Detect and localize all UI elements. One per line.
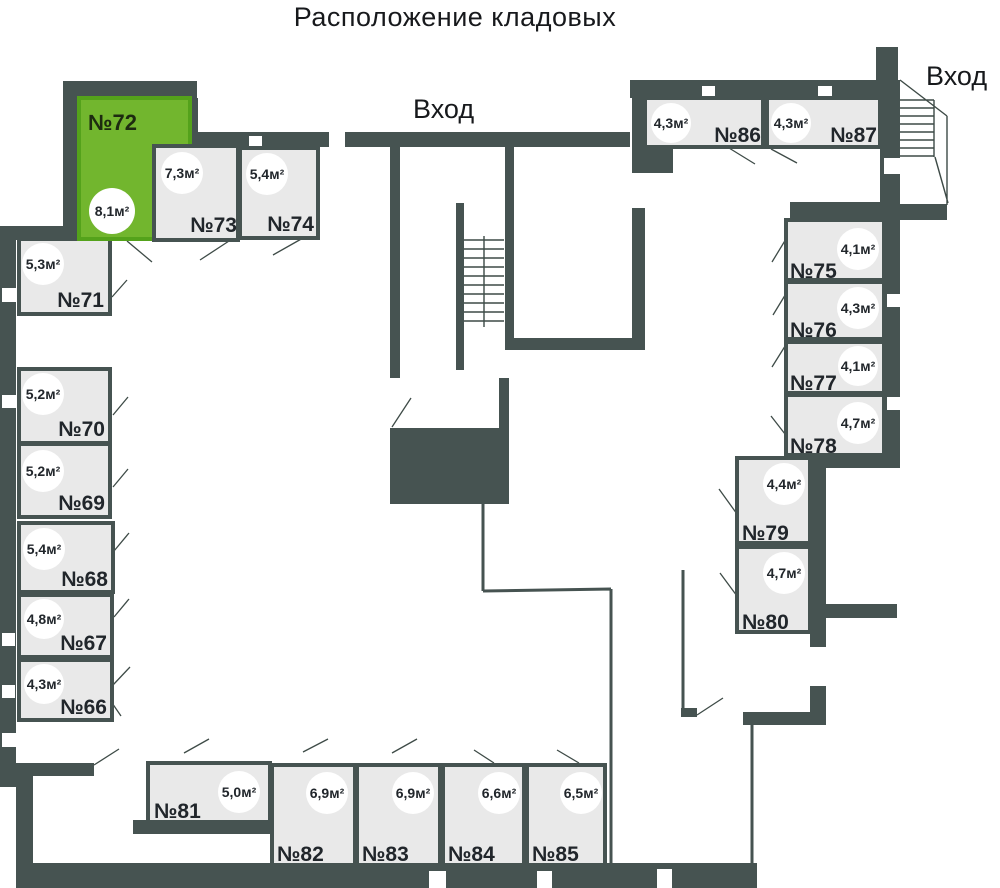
room-78-area: 4,7м² bbox=[841, 415, 876, 431]
partition-walls bbox=[481, 504, 754, 865]
room-67: 4,8м² №67 bbox=[17, 593, 114, 659]
room-82-area: 6,9м² bbox=[310, 785, 345, 801]
room-79-number: №79 bbox=[742, 522, 789, 545]
room-84-area-bubble bbox=[478, 772, 520, 814]
room-81-number: №81 bbox=[154, 800, 201, 823]
room-71-number: №71 bbox=[57, 289, 104, 312]
room-78-number: №78 bbox=[790, 435, 837, 458]
room-72-area-bubble bbox=[89, 188, 135, 234]
room-71-area-bubble bbox=[22, 243, 64, 285]
room-84: 6,6м² №84 bbox=[441, 763, 526, 867]
room-74-number: №74 bbox=[267, 213, 314, 236]
room-73-area-bubble bbox=[161, 152, 203, 194]
room-70-number: №70 bbox=[58, 418, 105, 441]
room-87-number: №87 bbox=[830, 124, 877, 147]
room-75-area: 4,1м² bbox=[841, 241, 876, 257]
room-80-area-bubble bbox=[763, 552, 805, 594]
room-66-area-bubble bbox=[24, 664, 64, 704]
room-87-area: 4,3м² bbox=[774, 115, 809, 131]
room-78-area-bubble bbox=[837, 402, 879, 444]
room-80: 4,7м² №80 bbox=[735, 545, 812, 634]
room-81-area: 5,0м² bbox=[222, 784, 257, 800]
room-76: 4,3м² №76 bbox=[784, 280, 886, 342]
room-70-area-bubble bbox=[22, 373, 64, 415]
room-85: 6,5м² №85 bbox=[525, 763, 607, 867]
room-67-area-bubble bbox=[24, 599, 64, 639]
room-71-area: 5,3м² bbox=[26, 256, 61, 272]
stairs-right-icon bbox=[899, 79, 949, 205]
room-76-number: №76 bbox=[790, 319, 837, 342]
room-85-area: 6,5м² bbox=[564, 785, 599, 801]
room-66-area: 4,3м² bbox=[27, 676, 62, 692]
room-70-area: 5,2м² bbox=[26, 386, 61, 402]
room-85-area-bubble bbox=[560, 772, 602, 814]
room-86: 4,3м² №86 bbox=[643, 96, 765, 149]
room-83: 6,9м² №83 bbox=[355, 763, 442, 867]
room-67-number: №67 bbox=[60, 632, 107, 655]
room-68-number: №68 bbox=[61, 568, 108, 591]
room-82-area-bubble bbox=[306, 772, 348, 814]
room-82-number: №82 bbox=[277, 843, 324, 866]
room-74: 5,4м² №74 bbox=[238, 146, 320, 240]
room-80-area: 4,7м² bbox=[767, 565, 802, 581]
room-75: 4,1м² №75 bbox=[784, 218, 886, 283]
room-86-area-bubble bbox=[651, 103, 691, 143]
room-75-number: №75 bbox=[790, 260, 837, 283]
room-68: 5,4м² №68 bbox=[17, 521, 115, 594]
room-73-area: 7,3м² bbox=[165, 165, 200, 181]
room-80-number: №80 bbox=[742, 611, 789, 634]
room-83-number: №83 bbox=[362, 843, 409, 866]
room-86-number: №86 bbox=[714, 124, 761, 147]
room-74-area: 5,4м² bbox=[250, 166, 285, 182]
room-87: 4,3м² №87 bbox=[765, 96, 882, 149]
room-66-number: №66 bbox=[60, 696, 107, 719]
room-69-area-bubble bbox=[22, 450, 64, 492]
room-79-area-bubble bbox=[763, 463, 805, 505]
room-77-area-bubble bbox=[838, 346, 878, 386]
wall-notches bbox=[2, 86, 900, 888]
page-title: Расположение кладовых bbox=[294, 2, 616, 32]
room-81: 5,0м² №81 bbox=[146, 761, 272, 824]
room-67-area: 4,8м² bbox=[27, 611, 62, 627]
room-77-area: 4,1м² bbox=[841, 358, 876, 374]
stairs-center-icon bbox=[464, 236, 504, 327]
room-72-area: 8,1м² bbox=[95, 203, 130, 219]
room-77-number: №77 bbox=[790, 372, 837, 395]
room-82: 6,9м² №82 bbox=[270, 763, 357, 867]
room-79-area: 4,4м² bbox=[767, 476, 802, 492]
room-83-area-bubble bbox=[392, 772, 434, 814]
room-69-area: 5,2м² bbox=[26, 463, 61, 479]
room-79: 4,4м² №79 bbox=[735, 456, 812, 545]
room-68-area: 5,4м² bbox=[27, 541, 62, 557]
room-66: 4,3м² №66 bbox=[17, 658, 114, 722]
room-83-area: 6,9м² bbox=[396, 785, 431, 801]
entrance-label-right: Вход bbox=[926, 61, 987, 91]
entrance-label-top: Вход bbox=[413, 94, 474, 124]
room-84-number: №84 bbox=[448, 843, 495, 866]
room-77: 4,1м² №77 bbox=[784, 340, 886, 395]
room-72-selected: 8,1м² №72 bbox=[77, 96, 192, 241]
room-81-area-bubble bbox=[218, 771, 260, 813]
room-78: 4,7м² №78 bbox=[784, 393, 886, 458]
room-76-area: 4,3м² bbox=[841, 300, 876, 316]
room-70: 5,2м² №70 bbox=[17, 367, 112, 445]
room-71: 5,3м² №71 bbox=[17, 237, 112, 316]
door-swings bbox=[93, 147, 798, 766]
room-73-number: №73 bbox=[190, 214, 237, 237]
room-69-number: №69 bbox=[58, 492, 105, 515]
room-87-area-bubble bbox=[771, 103, 811, 143]
room-73: 7,3м² №73 bbox=[152, 144, 240, 242]
room-69: 5,2м² №69 bbox=[17, 442, 112, 519]
room-68-area-bubble bbox=[23, 528, 65, 570]
room-85-number: №85 bbox=[532, 843, 579, 866]
room-84-area: 6,6м² bbox=[482, 785, 517, 801]
room-76-area-bubble bbox=[837, 287, 879, 329]
room-74-area-bubble bbox=[246, 153, 288, 195]
room-75-area-bubble bbox=[837, 228, 879, 270]
room-72-number: №72 bbox=[88, 110, 137, 135]
room-86-area: 4,3м² bbox=[654, 115, 689, 131]
